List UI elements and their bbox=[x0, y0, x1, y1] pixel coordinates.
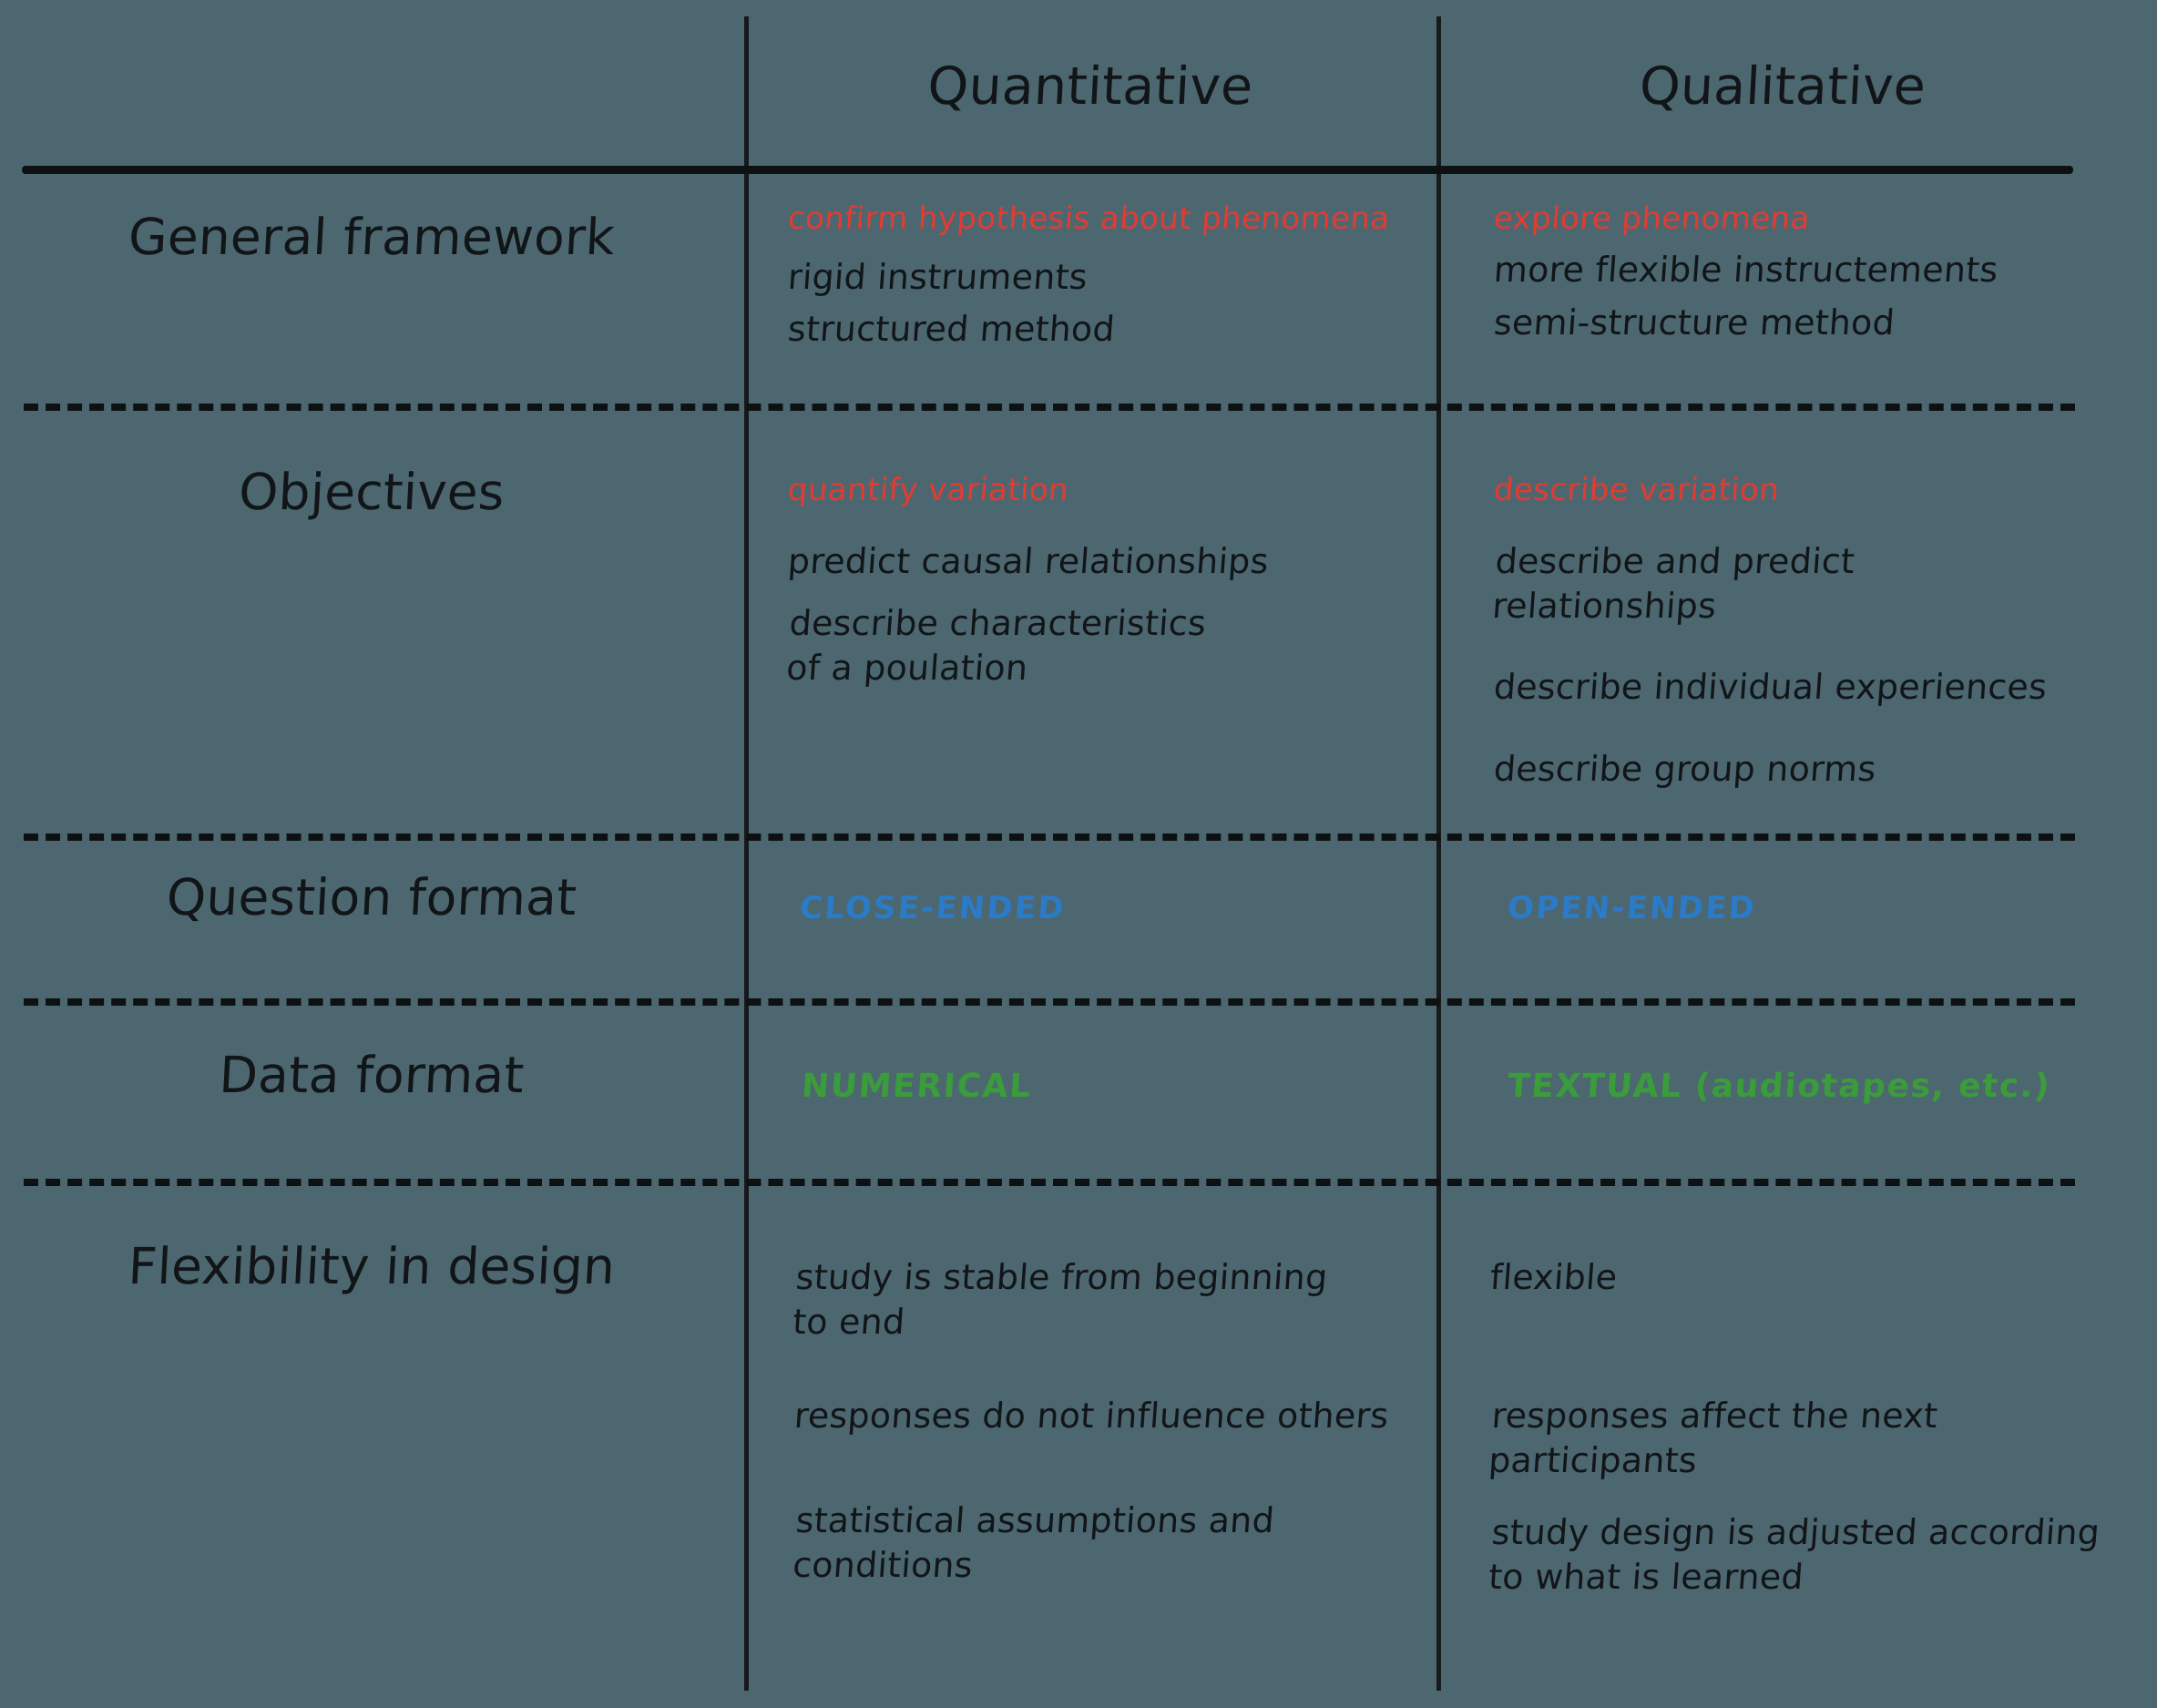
column-divider-2 bbox=[1436, 16, 1441, 1691]
row-label-objectives: Objectives bbox=[237, 463, 506, 521]
cell-quantitative-general-framework-highlight: confirm hypothesis about phenomena bbox=[786, 200, 1392, 237]
cell-quantitative-flexibility-item-2: statistical assumptions and conditions bbox=[791, 1500, 1276, 1586]
cell-qualitative-general-framework-item-0: more flexible instructements bbox=[1492, 250, 1999, 290]
cell-quantitative-flexibility-item-1: responses do not influence others bbox=[792, 1396, 1390, 1436]
cell-quantitative-general-framework-item-1: structured method bbox=[786, 309, 1117, 349]
row-divider-3 bbox=[24, 998, 2075, 1006]
cell-qualitative-flexibility-item-1: responses affect the next participants bbox=[1487, 1396, 1939, 1481]
cell-qualitative-general-framework-item-1: semi-structure method bbox=[1492, 302, 1896, 343]
column-header-quantitative: Quantitative bbox=[925, 56, 1255, 117]
row-divider-2 bbox=[24, 834, 2075, 841]
row-divider-4 bbox=[24, 1179, 2075, 1186]
cell-qualitative-flexibility-item-2: study design is adjusted according to wh… bbox=[1487, 1512, 2101, 1598]
header-rule bbox=[22, 166, 2073, 174]
cell-quantitative-question-format-highlight: CLOSE-ENDED bbox=[798, 890, 1068, 926]
cell-quantitative-objectives-highlight: quantify variation bbox=[786, 472, 1070, 508]
cell-quantitative-general-framework-item-0: rigid instruments bbox=[786, 257, 1089, 297]
cell-quantitative-objectives-item-0: predict causal relationships bbox=[786, 541, 1271, 581]
cell-quantitative-data-format-highlight: NUMERICAL bbox=[800, 1068, 1034, 1105]
cell-qualitative-objectives-highlight: describe variation bbox=[1492, 472, 1781, 508]
row-label-data-format: Data format bbox=[218, 1046, 526, 1104]
cell-qualitative-question-format-highlight: OPEN-ENDED bbox=[1506, 890, 1758, 926]
column-divider-1 bbox=[744, 16, 749, 1691]
cell-quantitative-flexibility-item-0: study is stable from beginning to end bbox=[791, 1257, 1329, 1343]
row-label-flexibility-in-design: Flexibility in design bbox=[127, 1237, 617, 1295]
cell-qualitative-data-format-highlight: TEXTUAL (audiotapes, etc.) bbox=[1506, 1068, 2052, 1105]
cell-quantitative-objectives-item-1: describe characteristics of a poulation bbox=[784, 603, 1208, 689]
cell-qualitative-objectives-item-1: describe individual experiences bbox=[1492, 667, 2049, 707]
row-divider-1 bbox=[24, 404, 2075, 411]
row-label-general-framework: General framework bbox=[127, 208, 617, 266]
column-header-qualitative: Qualitative bbox=[1638, 56, 1927, 117]
cell-qualitative-flexibility-item-0: flexible bbox=[1488, 1257, 1619, 1297]
cell-qualitative-objectives-item-2: describe group norms bbox=[1492, 749, 1878, 789]
cell-qualitative-objectives-item-0: describe and predict relationships bbox=[1490, 541, 1856, 627]
row-label-question-format: Question format bbox=[165, 868, 578, 926]
cell-qualitative-general-framework-highlight: explore phenomena bbox=[1492, 200, 1812, 237]
